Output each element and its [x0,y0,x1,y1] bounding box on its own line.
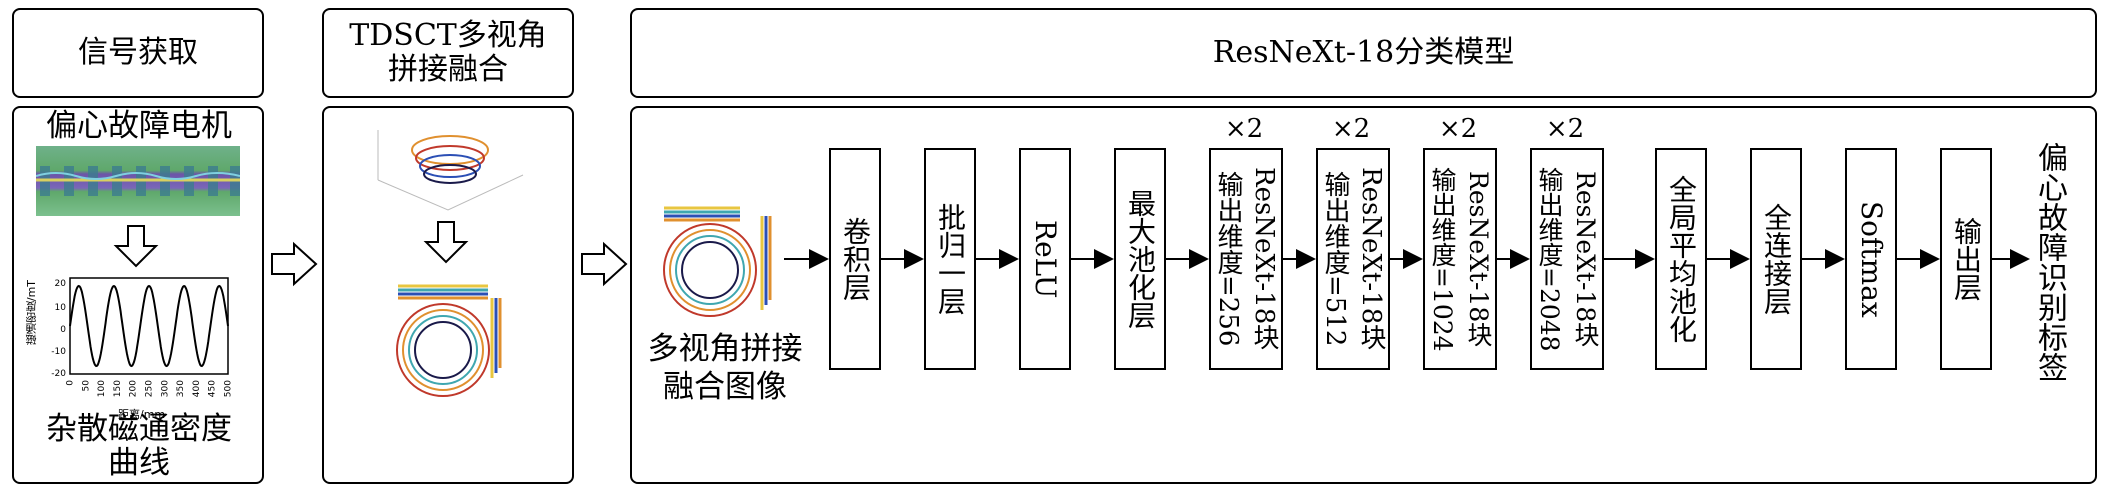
fusion-to-model-arrow [581,241,628,287]
block1-repeat: ×2 [1224,114,1264,144]
x-tick-label: 0 [66,380,76,386]
resnext-block-512: ResNeXt-18块输出维度=512 [1316,148,1390,370]
resnext-block-256-line1: ResNeXt-18块 [1249,167,1279,351]
fully-connected-label: 全连接层 [1760,203,1793,315]
svg-text:0: 0 [60,325,66,335]
fused-rings-small [396,284,502,397]
resnext-block-512-line2: 输出维度=512 [1320,171,1350,347]
resnext-block-1024-line1: ResNeXt-18块 [1464,170,1493,348]
resnext-block-256-text: ResNeXt-18块输出维度=256 [1210,167,1282,350]
curve-title-line2: 曲线 [108,445,170,481]
x-tick-label: 500 [224,380,234,397]
fused-image-input [660,190,780,330]
fused-image-small [388,268,508,403]
resnext-block-512-line1: ResNeXt-18块 [1356,167,1386,351]
curve-title-line1: 杂散磁通密度 [46,411,232,447]
resnext-block-1024-line2: 输出维度=1024 [1428,166,1457,352]
global-avgpool-layer: 全局平均池化 [1655,148,1707,370]
x-tick-label: 100 [97,380,107,397]
output-layer-label: 输出层 [1950,217,1983,301]
curve-title: 杂散磁通密度 曲线 [14,412,264,480]
softmax-label: Softmax [1855,200,1888,318]
motor-image [36,146,240,216]
tdsct-3d-svg [377,130,524,211]
block3-repeat: ×2 [1438,114,1478,144]
output-label: 偏心故障识别标签 [2032,142,2067,382]
maxpool-layer-label: 最大池化层 [1124,189,1157,329]
resnext-block-1024-text: ResNeXt-18块输出维度=1024 [1424,167,1496,352]
softmax-layer: Softmax [1845,148,1897,370]
x-tick-label: 300 [160,380,170,397]
resnext-block-2048: ResNeXt-18块输出维度=2048 [1530,148,1604,370]
svg-text:20: 20 [55,279,67,289]
signal-down-arrow [113,225,159,268]
model-header-label: ResNeXt-18分类模型 [1212,35,1515,70]
x-tick-label: 350 [176,380,186,397]
resnext-block-2048-text: ResNeXt-18块输出维度=2048 [1531,167,1603,352]
signal-to-fusion-arrow [271,241,318,287]
resnext-block-1024: ResNeXt-18块输出维度=1024 [1423,148,1497,370]
block4-repeat: ×2 [1545,114,1585,144]
svg-text:10: 10 [55,303,67,313]
resnext-block-256-line2: 输出维度=256 [1213,171,1243,347]
fusion-caption-line2: 融合图像 [663,369,787,405]
tdsct-fusion-header: TDSCT多视角 拼接融合 [322,8,574,98]
model-header: ResNeXt-18分类模型 [630,8,2097,98]
flux-plot: 0 50 100 150 200 250 300 350 400 450 500 20 10 0 -… [22,274,242,424]
plot-xlabel: 距离/mm [118,408,166,421]
tdsct-header-line1: TDSCT多视角 [349,18,547,53]
batchnorm-layer: 批归一层 [924,148,976,370]
x-tick-label: 150 [113,380,123,397]
resnext-block-256: ResNeXt-18块输出维度=256 [1209,148,1283,370]
relu-layer: ReLU [1019,148,1071,370]
x-tick-label: 50 [81,380,91,392]
relu-layer-label: ReLU [1029,219,1062,299]
svg-text:-20: -20 [51,369,66,379]
conv-layer-label: 卷积层 [839,217,872,301]
tdsct-header-line2: 拼接融合 [388,52,508,87]
fusion-caption-line1: 多视角拼接 [647,331,803,367]
fusion-down-arrow [423,221,469,264]
output-layer: 输出层 [1940,148,1992,370]
motor-title: 偏心故障电机 [46,108,232,144]
fused-rings-input [663,206,772,317]
global-avgpool-label: 全局平均池化 [1665,175,1698,343]
x-tick-label: 250 [145,380,155,397]
x-tick-label: 450 [208,380,218,397]
signal-header-label: 信号获取 [78,35,198,70]
svg-text:-10: -10 [51,347,66,357]
resnext-block-2048-line1: ResNeXt-18块 [1571,170,1600,348]
motor-slots [36,166,240,196]
conv-layer: 卷积层 [829,148,881,370]
resnext-block-2048-line2: 输出维度=2048 [1535,166,1564,352]
maxpool-layer: 最大池化层 [1114,148,1166,370]
signal-acquisition-header: 信号获取 [12,8,264,98]
block2-repeat: ×2 [1331,114,1371,144]
tdsct-3d-plot [368,120,528,215]
flux-plot-svg: 0 50 100 150 200 250 300 350 400 450 500 20 10 0 -… [51,277,234,397]
fusion-caption: 多视角拼接 融合图像 [640,330,810,406]
x-tick-label: 400 [192,380,202,397]
batchnorm-layer-label: 批归一层 [934,203,967,315]
fully-connected-layer: 全连接层 [1750,148,1802,370]
resnext-block-512-text: ResNeXt-18块输出维度=512 [1317,167,1389,350]
x-tick-label: 200 [129,380,139,397]
